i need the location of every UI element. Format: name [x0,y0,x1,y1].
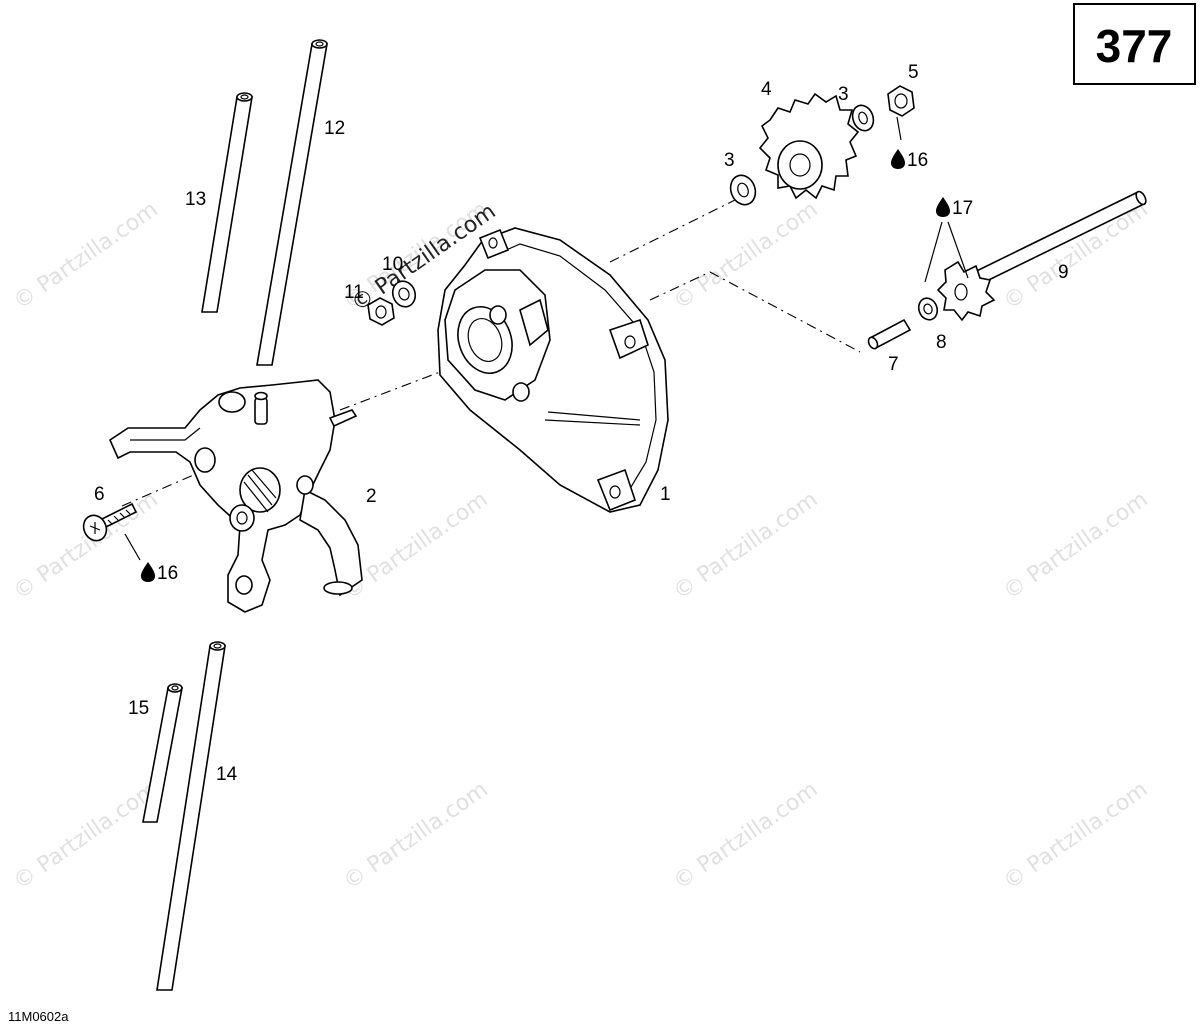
diagram-code: 11M0602a [8,1009,69,1024]
drop-icon [141,562,155,582]
callout-2: 2 [366,486,377,507]
callout-14: 14 [216,764,238,785]
callout-7: 7 [888,354,899,375]
pin-7 [867,318,912,350]
watermark: © Partzilla.com [9,777,162,895]
page-number-box: 377 [1073,3,1196,85]
tube-14 [156,641,226,991]
tube-13 [201,92,253,313]
washer-3-front [729,174,757,206]
oil-pump [108,379,363,613]
callout-12: 12 [324,118,345,139]
callout-1: 1 [660,484,671,505]
watermark: © Partzilla.com [669,197,822,315]
callout-15: 15 [128,698,149,719]
callout-4: 4 [761,79,772,100]
shaft-9 [936,190,1147,322]
washer-8 [917,297,939,321]
watermark: © Partzilla.com [999,777,1152,895]
watermark: © Partzilla.com [339,777,492,895]
pump-cover [437,227,669,513]
callout-3: 3 [838,84,849,105]
nut-11 [367,297,395,326]
page-number: 377 [1096,20,1173,72]
lube-callout-16a: 16 [141,562,178,584]
drop-icon [891,149,905,169]
drop-icon [936,197,950,217]
callout-6: 6 [94,484,105,505]
lube-number: 16 [157,563,178,584]
drive-gear [758,92,860,200]
tube-12 [256,39,328,366]
assembly-lines [121,199,861,507]
watermark: © Partzilla.com [9,487,162,605]
lube-number: 17 [952,198,973,219]
washer-3-rear [851,104,875,132]
watermark: © Partzilla.com [669,777,822,895]
callout-3: 3 [724,150,735,171]
washer-10 [391,280,417,308]
leader-lines [124,116,969,561]
watermark: © Partzilla.com [339,487,492,605]
screw-6 [82,502,138,542]
lube-callout-17: 17 [936,197,973,219]
tube-15 [142,683,183,823]
callout-11: 11 [344,282,364,303]
callout-8: 8 [936,332,947,353]
callout-9: 9 [1058,262,1069,283]
callout-5: 5 [908,62,919,83]
nut-5 [887,85,915,117]
lube-callout-16b: 16 [891,149,928,171]
callout-13: 13 [185,189,206,210]
watermark: © Partzilla.com [669,487,822,605]
watermark: © Partzilla.com [9,197,162,315]
lube-number: 16 [907,150,928,171]
callouts: 1 2 3 3 4 5 6 7 8 9 10 11 12 13 14 15 [94,62,1069,785]
callout-10: 10 [382,254,403,275]
watermark: © Partzilla.com [999,487,1152,605]
